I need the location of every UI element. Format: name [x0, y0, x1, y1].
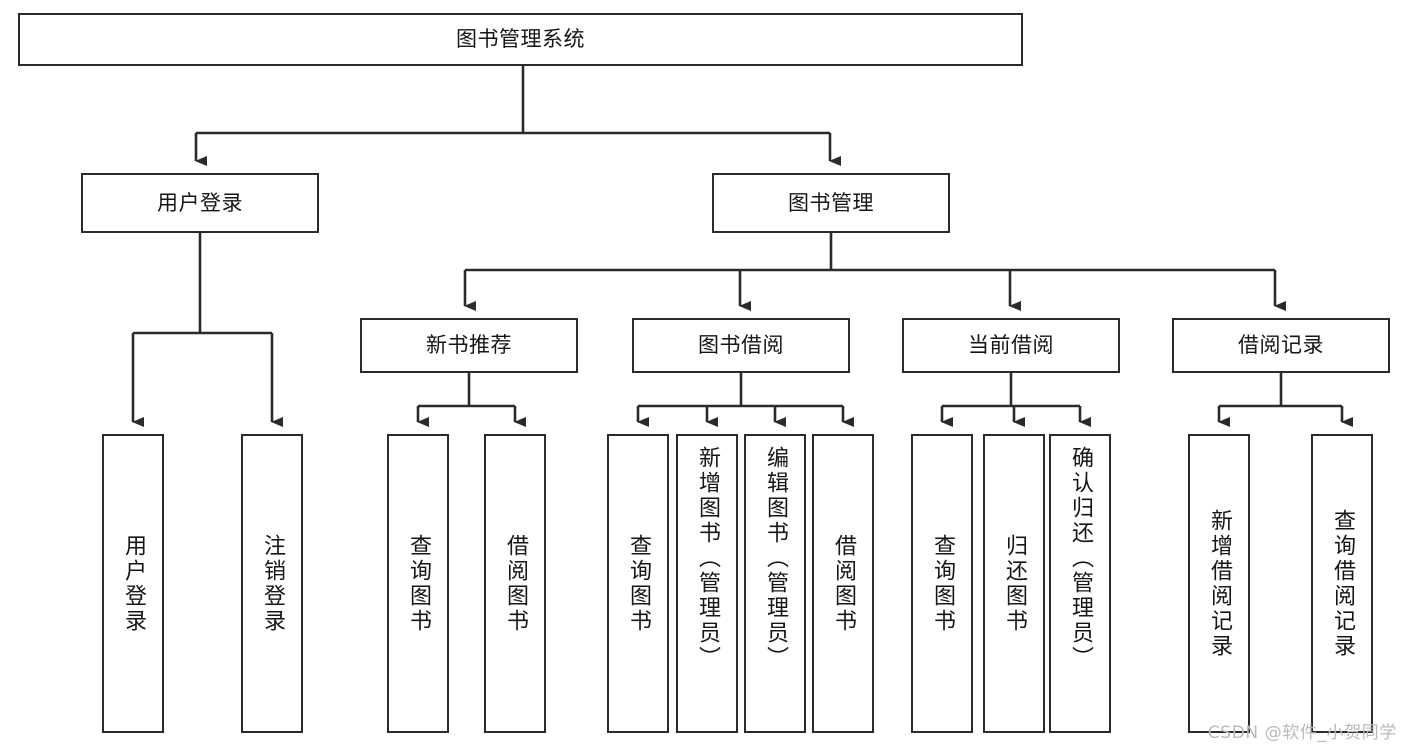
node-level3-label: 图书借阅 [698, 333, 784, 358]
node-leaf-10[interactable]: 确认归还（管理员） [1049, 434, 1111, 733]
node-leaf-label: 查询借阅记录 [1330, 508, 1355, 659]
node-root-label: 图书管理系统 [456, 27, 585, 52]
node-leaf-12[interactable]: 查询借阅记录 [1311, 434, 1373, 733]
node-leaf-label: 查询图书 [626, 533, 651, 634]
node-leaf-label: 新增图书（管理员） [695, 446, 720, 671]
watermark: CSDN @软件_小贺同学 [1207, 723, 1397, 743]
node-level2-label: 用户登录 [157, 190, 243, 215]
node-leaf-8[interactable]: 查询图书 [911, 434, 973, 733]
node-leaf-11[interactable]: 新增借阅记录 [1188, 434, 1250, 733]
node-level2-1[interactable]: 图书管理 [712, 173, 950, 233]
node-level2-0[interactable]: 用户登录 [81, 173, 319, 233]
node-leaf-0[interactable]: 用户登录 [102, 434, 164, 733]
node-leaf-label: 查询图书 [930, 533, 955, 634]
node-leaf-label: 注销登录 [260, 533, 285, 634]
node-level3-1[interactable]: 图书借阅 [632, 318, 850, 373]
node-leaf-7[interactable]: 借阅图书 [812, 434, 874, 733]
node-leaf-label: 借阅图书 [831, 533, 856, 634]
node-leaf-label: 确认归还（管理员） [1068, 446, 1093, 671]
node-leaf-4[interactable]: 查询图书 [607, 434, 669, 733]
node-leaf-2[interactable]: 查询图书 [387, 434, 449, 733]
node-leaf-1[interactable]: 注销登录 [241, 434, 303, 733]
node-level3-label: 当前借阅 [968, 333, 1054, 358]
node-level3-label: 借阅记录 [1238, 333, 1324, 358]
node-leaf-3[interactable]: 借阅图书 [484, 434, 546, 733]
node-leaf-9[interactable]: 归还图书 [983, 434, 1045, 733]
node-leaf-5[interactable]: 新增图书（管理员） [676, 434, 738, 733]
node-leaf-label: 新增借阅记录 [1207, 508, 1232, 659]
node-leaf-label: 借阅图书 [503, 533, 528, 634]
node-level3-3[interactable]: 借阅记录 [1172, 318, 1390, 373]
node-leaf-label: 查询图书 [406, 533, 431, 634]
node-leaf-label: 归还图书 [1002, 533, 1027, 634]
node-level3-2[interactable]: 当前借阅 [902, 318, 1120, 373]
node-leaf-6[interactable]: 编辑图书（管理员） [744, 434, 806, 733]
node-leaf-label: 编辑图书（管理员） [763, 446, 788, 671]
node-leaf-label: 用户登录 [121, 533, 146, 634]
node-root-0[interactable]: 图书管理系统 [18, 13, 1023, 66]
node-level3-0[interactable]: 新书推荐 [360, 318, 578, 373]
node-level2-label: 图书管理 [788, 190, 874, 215]
node-level3-label: 新书推荐 [426, 333, 512, 358]
